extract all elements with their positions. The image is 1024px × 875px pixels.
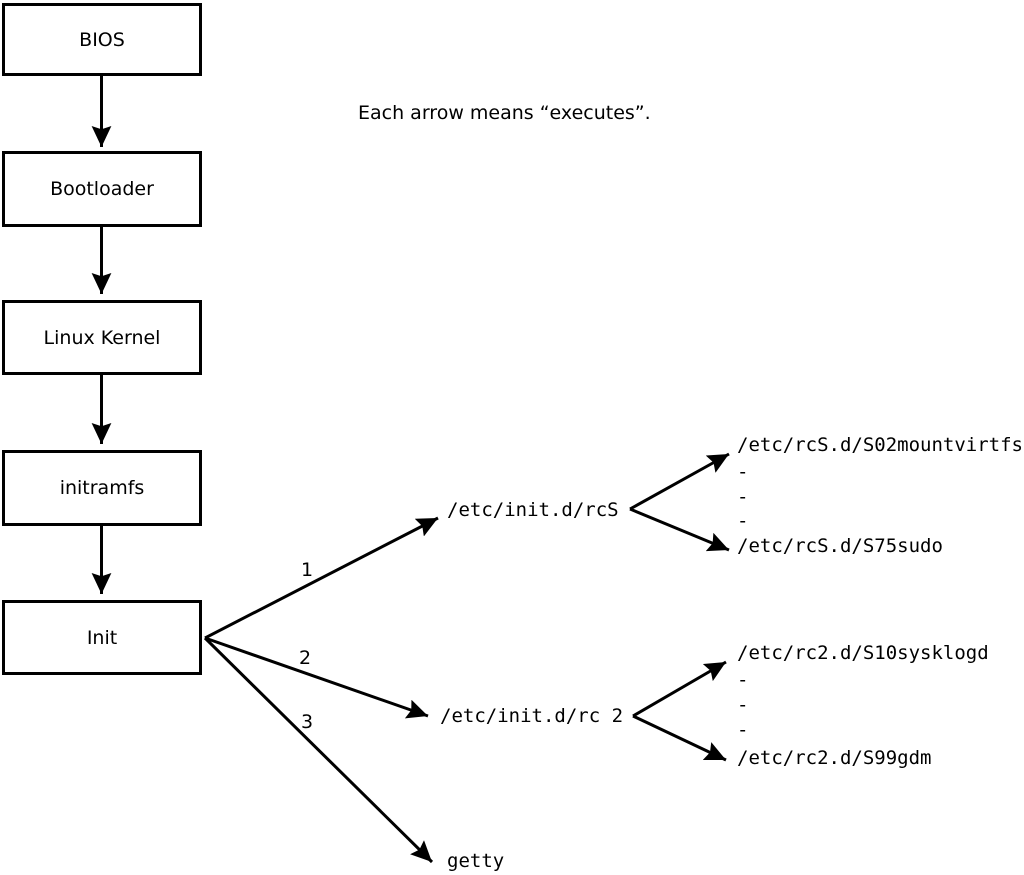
arrow-init-to-rcs bbox=[204, 516, 439, 640]
arrow-rcs-to-last-script bbox=[629, 507, 730, 552]
rc2-script-ellipsis-3: - bbox=[737, 719, 749, 741]
target-rc2: /etc/init.d/rc 2 bbox=[440, 705, 624, 727]
rcs-script-last: /etc/rcS.d/S75sudo bbox=[737, 535, 943, 557]
rc2-script-ellipsis-2: - bbox=[737, 694, 749, 716]
rc2-script-ellipsis-1: - bbox=[737, 669, 749, 691]
rcs-script-ellipsis-1: - bbox=[737, 461, 749, 483]
node-linux-kernel: Linux Kernel bbox=[2, 300, 202, 375]
rcs-script-ellipsis-2: - bbox=[737, 486, 749, 508]
arrow-rc2-to-last-script bbox=[632, 714, 727, 762]
arrow-rcs-to-first-script bbox=[629, 452, 730, 511]
node-linux-kernel-label: Linux Kernel bbox=[43, 326, 161, 349]
branch-3-number: 3 bbox=[300, 711, 314, 733]
rcs-script-first: /etc/rcS.d/S02mountvirtfs bbox=[737, 434, 1023, 456]
node-bios: BIOS bbox=[2, 3, 202, 76]
node-init-label: Init bbox=[86, 626, 118, 649]
rc2-script-first: /etc/rc2.d/S10sysklogd bbox=[737, 642, 989, 664]
arrow-rc2-to-first-script bbox=[632, 660, 727, 718]
note-executes: Each arrow means “executes”. bbox=[358, 102, 651, 124]
arrow-init-to-rc2 bbox=[204, 636, 429, 719]
rc2-script-last: /etc/rc2.d/S99gdm bbox=[737, 747, 932, 769]
node-initramfs: initramfs bbox=[2, 450, 202, 526]
node-initramfs-label: initramfs bbox=[59, 477, 145, 499]
node-init: Init bbox=[2, 600, 202, 675]
arrow-init-to-getty bbox=[203, 636, 434, 864]
branch-2-number: 2 bbox=[298, 647, 312, 669]
target-getty: getty bbox=[447, 850, 505, 872]
node-bios-label: BIOS bbox=[79, 28, 125, 51]
branch-1-number: 1 bbox=[300, 559, 314, 581]
target-rcs: /etc/init.d/rcS bbox=[447, 499, 619, 521]
node-bootloader: Bootloader bbox=[2, 151, 202, 227]
rcs-script-ellipsis-3: - bbox=[737, 510, 749, 532]
node-bootloader-label: Bootloader bbox=[50, 178, 154, 200]
